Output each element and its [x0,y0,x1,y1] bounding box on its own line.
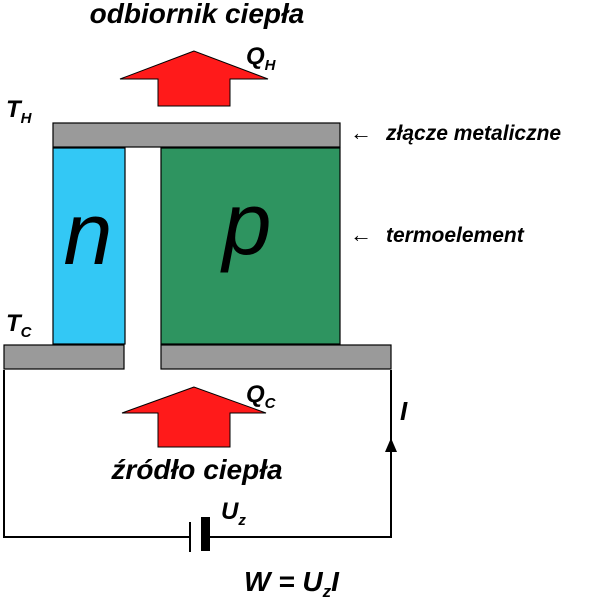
circuit-wire [3,370,392,538]
junction-pointer: ← [350,120,372,145]
battery-thick-plate [201,517,210,551]
p-label: p [220,174,272,273]
bottom-junction-right [160,344,392,370]
heat-sink-label: odbiornik ciepła [90,0,305,29]
thermoelement-label: termoelement [386,224,525,247]
thermoelement-pointer: ← [350,222,372,247]
n-type-block [52,147,126,345]
junction-label: złącze metaliczne [385,122,561,145]
th-label: TH [6,96,33,127]
heat-out-arrow [119,50,269,107]
current-label: I [400,396,408,426]
work-formula: W = UzI [244,566,340,597]
heat-source-label: źródło ciepła [110,454,282,485]
p-type-block [160,147,341,345]
qc-label: QC [246,381,277,412]
uz-label: Uz [221,498,246,529]
tc-label: TC [6,310,33,341]
heat-in-arrow [121,386,267,448]
n-label: n [64,184,113,283]
bottom-junction-left [3,344,125,370]
top-metal-junction [52,122,341,148]
qh-label: QH [246,43,277,74]
current-arrow [385,438,397,452]
